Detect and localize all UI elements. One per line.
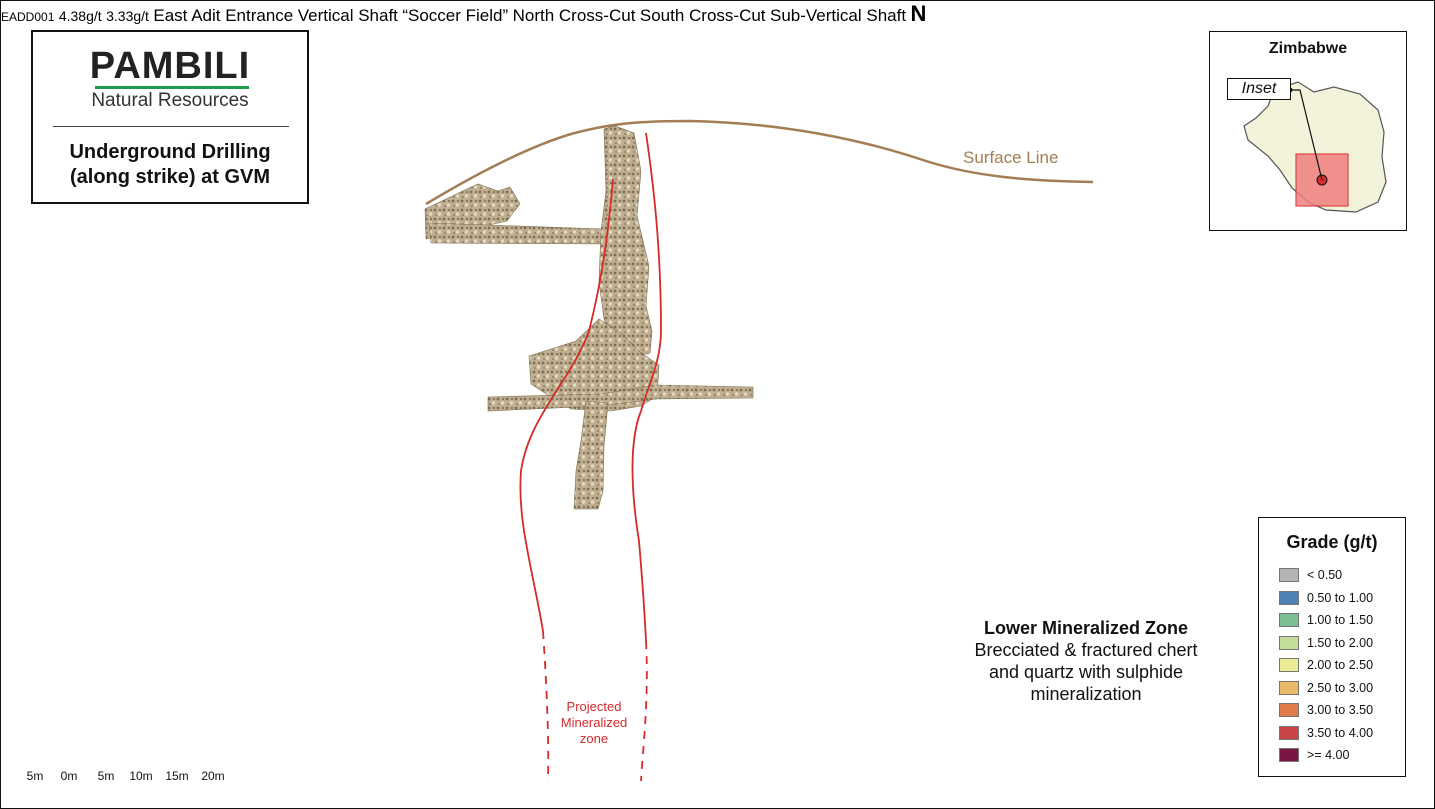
legend-item: 2.00 to 2.50 bbox=[1279, 654, 1373, 677]
legend-label: 0.50 to 1.00 bbox=[1307, 590, 1374, 605]
legend-label: 1.50 to 2.00 bbox=[1307, 635, 1374, 650]
legend-list: < 0.50 0.50 to 1.00 1.00 to 1.50 1.50 to 2.… bbox=[1279, 564, 1373, 767]
scale-label: 10m bbox=[129, 769, 153, 783]
legend-item: 1.50 to 2.00 bbox=[1279, 632, 1373, 655]
scale-label: 0m bbox=[60, 769, 78, 783]
legend-item: 2.50 to 3.00 bbox=[1279, 677, 1373, 700]
mineralized-zone-lines bbox=[519, 132, 662, 782]
label-east-adit: East Adit Entrance bbox=[153, 6, 294, 25]
legend-swatch bbox=[1279, 658, 1299, 673]
inset-label: Inset bbox=[1227, 78, 1291, 100]
map-title-line-1: Underground Drilling bbox=[69, 141, 271, 163]
legend-swatch bbox=[1279, 748, 1299, 763]
legend-label: 2.00 to 2.50 bbox=[1307, 658, 1374, 673]
legend-swatch bbox=[1279, 568, 1299, 583]
legend-item: 3.50 to 4.00 bbox=[1279, 722, 1373, 745]
scale-bar-labels: 5m 0m 5m 10m 15m 20m bbox=[15, 769, 245, 785]
label-sub-vertical-shaft: Sub-Vertical Shaft bbox=[770, 6, 907, 25]
zone-desc-line-2: and quartz with sulphide bbox=[988, 662, 1184, 682]
scale-label: 20m bbox=[201, 769, 225, 783]
drill-trace: 51015202530354045 EADD001 4.38g/t 3.33g/… bbox=[1, 1, 1407, 783]
legend-item: 0.50 to 1.00 bbox=[1279, 587, 1373, 610]
scale-label: 5m bbox=[97, 769, 115, 783]
map-title: Underground Drilling (along strike) at G… bbox=[33, 140, 307, 190]
legend-swatch bbox=[1279, 703, 1299, 718]
inset-map: Zimbabwe Inset bbox=[1209, 31, 1407, 231]
surface-line bbox=[425, 119, 1094, 206]
title-divider bbox=[53, 126, 289, 127]
zone-description: Lower Mineralized Zone Brecciated & frac… bbox=[936, 617, 1236, 705]
legend-swatch bbox=[1279, 635, 1299, 650]
legend-swatch bbox=[1279, 613, 1299, 628]
zimbabwe-outline bbox=[1243, 81, 1387, 213]
legend-label: 3.50 to 4.00 bbox=[1307, 725, 1374, 740]
zone-desc-line-1: Brecciated & fractured chert bbox=[974, 640, 1198, 660]
label-south-cross-cut: South Cross-Cut bbox=[639, 6, 766, 25]
legend-item: >= 4.00 bbox=[1279, 744, 1373, 767]
scale-label: 15m bbox=[165, 769, 189, 783]
company-logo: PAMBILI bbox=[89, 45, 251, 87]
projected-zone-label: Projected Mineralized zone bbox=[549, 699, 639, 747]
label-soccer-field: “Soccer Field” bbox=[402, 6, 509, 25]
inset-country-name: Zimbabwe bbox=[1268, 40, 1348, 57]
core-upper-grade: 4.38g/t bbox=[58, 8, 102, 24]
legend-item: 1.00 to 1.50 bbox=[1279, 609, 1373, 632]
core-lower-grade: 3.33g/t bbox=[106, 8, 149, 24]
projected-zone-line-1: Projected bbox=[566, 699, 622, 714]
legend-label: < 0.50 bbox=[1307, 568, 1343, 583]
surface-line-label: Surface Line bbox=[963, 148, 1058, 167]
grade-legend: Grade (g/t) < 0.50 0.50 to 1.00 1.00 to 1.… bbox=[1258, 517, 1406, 777]
legend-item: < 0.50 bbox=[1279, 564, 1373, 587]
map-title-line-2: (along strike) at GVM bbox=[69, 166, 271, 188]
projected-zone-line-2: Mineralized bbox=[560, 715, 628, 730]
underground-workings bbox=[424, 125, 754, 510]
zone-desc-line-3: mineralization bbox=[1030, 684, 1142, 704]
projected-zone-line-3: zone bbox=[579, 731, 609, 746]
legend-swatch bbox=[1279, 590, 1299, 605]
legend-title: Grade (g/t) bbox=[1286, 532, 1378, 552]
legend-swatch bbox=[1279, 725, 1299, 740]
legend-swatch bbox=[1279, 680, 1299, 695]
core-photo: 4.38g/t 3.33g/t bbox=[59, 8, 154, 25]
zone-title: Lower Mineralized Zone bbox=[983, 618, 1189, 638]
logo-bar bbox=[95, 86, 249, 89]
legend-label: 1.00 to 1.50 bbox=[1307, 613, 1374, 628]
label-vertical-shaft: Vertical Shaft bbox=[297, 6, 398, 25]
drillhole-id: EADD001 bbox=[1, 10, 55, 24]
label-north-cross-cut: North Cross-Cut bbox=[512, 6, 636, 25]
title-box: PAMBILI Natural Resources Underground Dr… bbox=[31, 30, 309, 204]
scale-label: 5m bbox=[26, 769, 44, 783]
company-subtitle: Natural Resources bbox=[91, 90, 249, 111]
legend-label: 3.00 to 3.50 bbox=[1307, 703, 1374, 718]
north-arrow-label: N bbox=[910, 1, 927, 26]
legend-label: >= 4.00 bbox=[1307, 748, 1350, 763]
legend-label: 2.50 to 3.00 bbox=[1307, 680, 1374, 695]
legend-item: 3.00 to 3.50 bbox=[1279, 699, 1373, 722]
